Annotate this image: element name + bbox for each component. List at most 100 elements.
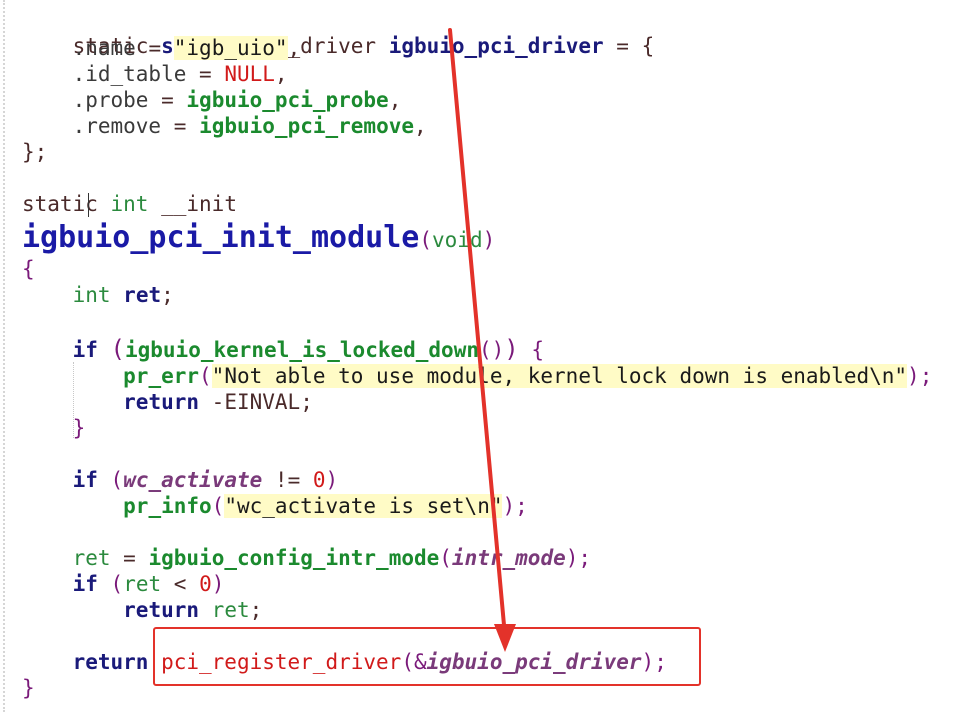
- paren: );: [565, 546, 592, 570]
- string-literal: "wc_activate is set\n": [224, 494, 503, 518]
- keyword-static: static: [72, 34, 149, 58]
- code-line-3: .id_table = NULL,: [22, 62, 288, 86]
- paren: ): [325, 468, 339, 492]
- string-literal: "igb_uio": [173, 36, 288, 60]
- brace: };: [22, 140, 48, 164]
- code-line-2: .name = "igb_uio",: [22, 36, 300, 60]
- code-line-1: static struct pci_driver igbuio_pci_driv…: [22, 10, 655, 58]
- brace: }: [72, 416, 86, 440]
- keyword-return: return: [123, 390, 200, 414]
- function-call: pr_err: [123, 364, 200, 388]
- code-line-19: return ret;: [22, 598, 262, 622]
- paren: (: [199, 364, 212, 388]
- semicolon: ;: [300, 390, 313, 414]
- number-literal: 0: [312, 468, 326, 492]
- operator: =: [199, 62, 212, 86]
- code-line-13: return -EINVAL;: [22, 390, 313, 414]
- variable: ret: [123, 572, 162, 596]
- function-call: igbuio_config_intr_mode: [148, 546, 440, 570]
- editor-gutter: [3, 0, 5, 712]
- variable: ret: [123, 283, 162, 307]
- paren: (: [211, 494, 225, 518]
- paren: (): [479, 338, 505, 362]
- code-line-12: pr_err("Not able to use module, kernel l…: [22, 364, 932, 388]
- type-void: void: [432, 228, 483, 252]
- code-line-20: return pci_register_driver(&igbuio_pci_d…: [22, 650, 667, 674]
- code-line-16: pr_info("wc_activate is set\n");: [22, 494, 528, 518]
- brace: }: [22, 676, 35, 700]
- field-name: .name: [72, 36, 136, 60]
- field-name: .remove: [72, 114, 162, 138]
- brace: {: [22, 257, 35, 281]
- indent-guide: [73, 362, 74, 438]
- field-name: .probe: [72, 88, 149, 112]
- code-line-9: {: [22, 257, 35, 281]
- paren: );: [641, 650, 667, 674]
- brace: {: [641, 34, 655, 58]
- paren: ): [482, 228, 496, 252]
- keyword-static: static: [22, 192, 98, 216]
- code-line-11: if (igbuio_kernel_is_locked_down()) {: [22, 335, 545, 363]
- null-constant: NULL: [224, 62, 275, 86]
- paren: (&: [401, 650, 427, 674]
- paren: (: [419, 228, 433, 252]
- operator: =: [616, 34, 629, 58]
- string-literal: "Not able to use module, kernel lock dow…: [211, 364, 908, 388]
- text-cursor: [88, 193, 89, 217]
- global-variable: wc_activate: [123, 468, 263, 492]
- global-variable: intr_mode: [451, 546, 566, 570]
- code-line-14: }: [22, 416, 86, 440]
- error-constant: -EINVAL: [211, 390, 301, 414]
- function-call: igbuio_kernel_is_locked_down: [124, 338, 479, 362]
- annotation-highlight-box: [153, 627, 701, 686]
- paren: (: [439, 546, 452, 570]
- comma: ,: [388, 88, 402, 112]
- field-name: .id_table: [72, 62, 187, 86]
- type-int: int: [110, 192, 149, 216]
- keyword-return: return: [72, 650, 149, 674]
- function-call-highlighted: pci_register_driver: [161, 650, 402, 674]
- code-line-17: ret = igbuio_config_intr_mode(intr_mode)…: [22, 546, 591, 570]
- paren: (: [110, 335, 125, 363]
- operator: =: [173, 114, 187, 138]
- function-ref: igbuio_pci_remove: [199, 114, 414, 138]
- code-line-10: int ret;: [22, 283, 174, 307]
- paren: ): [211, 572, 225, 596]
- operator: =: [148, 36, 162, 60]
- keyword-if: if: [72, 468, 98, 492]
- struct-var-ref: igbuio_pci_driver: [426, 650, 642, 674]
- operator: =: [123, 546, 136, 570]
- code-line-8: igbuio_pci_init_module(void): [22, 221, 495, 255]
- operator: !=: [274, 468, 301, 492]
- semicolon: ;: [249, 598, 263, 622]
- function-ref: igbuio_pci_probe: [186, 88, 389, 112]
- variable: ret: [211, 598, 250, 622]
- code-line-7: static int __init: [22, 192, 237, 216]
- function-name: igbuio_pci_init_module: [22, 220, 420, 255]
- code-line-15: if (wc_activate != 0): [22, 468, 339, 492]
- keyword-if: if: [72, 572, 98, 596]
- type-int: int: [72, 283, 111, 307]
- function-call: pr_info: [123, 494, 212, 518]
- code-line-5: .remove = igbuio_pci_remove,: [22, 114, 427, 138]
- operator: <: [173, 572, 187, 596]
- paren: (: [110, 468, 124, 492]
- keyword-return: return: [123, 598, 200, 622]
- comma: ,: [274, 62, 288, 86]
- code-line-4: .probe = igbuio_pci_probe,: [22, 88, 402, 112]
- paren: );: [502, 494, 528, 518]
- paren: );: [907, 364, 933, 388]
- variable: ret: [72, 546, 111, 570]
- paren: ): [504, 335, 519, 363]
- init-macro: __init: [161, 192, 237, 216]
- semicolon: ;: [161, 283, 174, 307]
- comma: ,: [287, 36, 301, 60]
- number-literal: 0: [199, 572, 212, 596]
- code-line-18: if (ret < 0): [22, 572, 225, 596]
- keyword-if: if: [72, 338, 98, 362]
- code-line-21: }: [22, 676, 35, 700]
- brace: {: [531, 338, 545, 362]
- paren: (: [110, 572, 124, 596]
- struct-var-name: igbuio_pci_driver: [388, 34, 604, 58]
